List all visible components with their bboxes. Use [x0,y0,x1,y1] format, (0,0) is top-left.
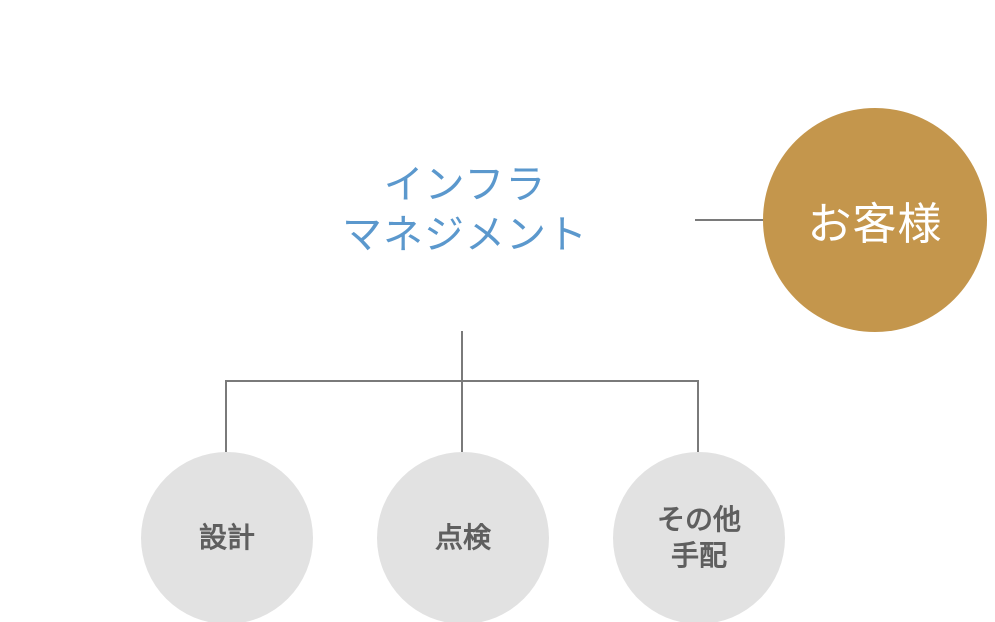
connector-vertical-stem [461,331,463,452]
center-node-line-1: インフラ [383,162,547,208]
service-node-inspection-label: 点検 [434,521,491,554]
service-node-other-line-1: その他 [656,503,741,536]
service-node-other-line-2: 手配 [670,539,727,572]
customer-node-label: お客様 [807,199,943,250]
service-node-design-label: 設計 [198,521,255,554]
service-node-other-arrangements: その他 手配 [613,452,785,622]
center-node-label: インフラ マネジメント [300,160,630,260]
connector-to-customer [695,219,764,221]
connector-right-drop [697,380,699,452]
service-node-inspection: 点検 [377,452,549,622]
connector-left-drop [225,380,227,452]
center-node-line-2: マネジメント [342,212,588,258]
connector-horizontal-branch [225,380,699,382]
service-node-design: 設計 [141,452,313,622]
customer-node: お客様 [763,108,987,332]
service-node-other-stack: その他 手配 [657,502,741,574]
